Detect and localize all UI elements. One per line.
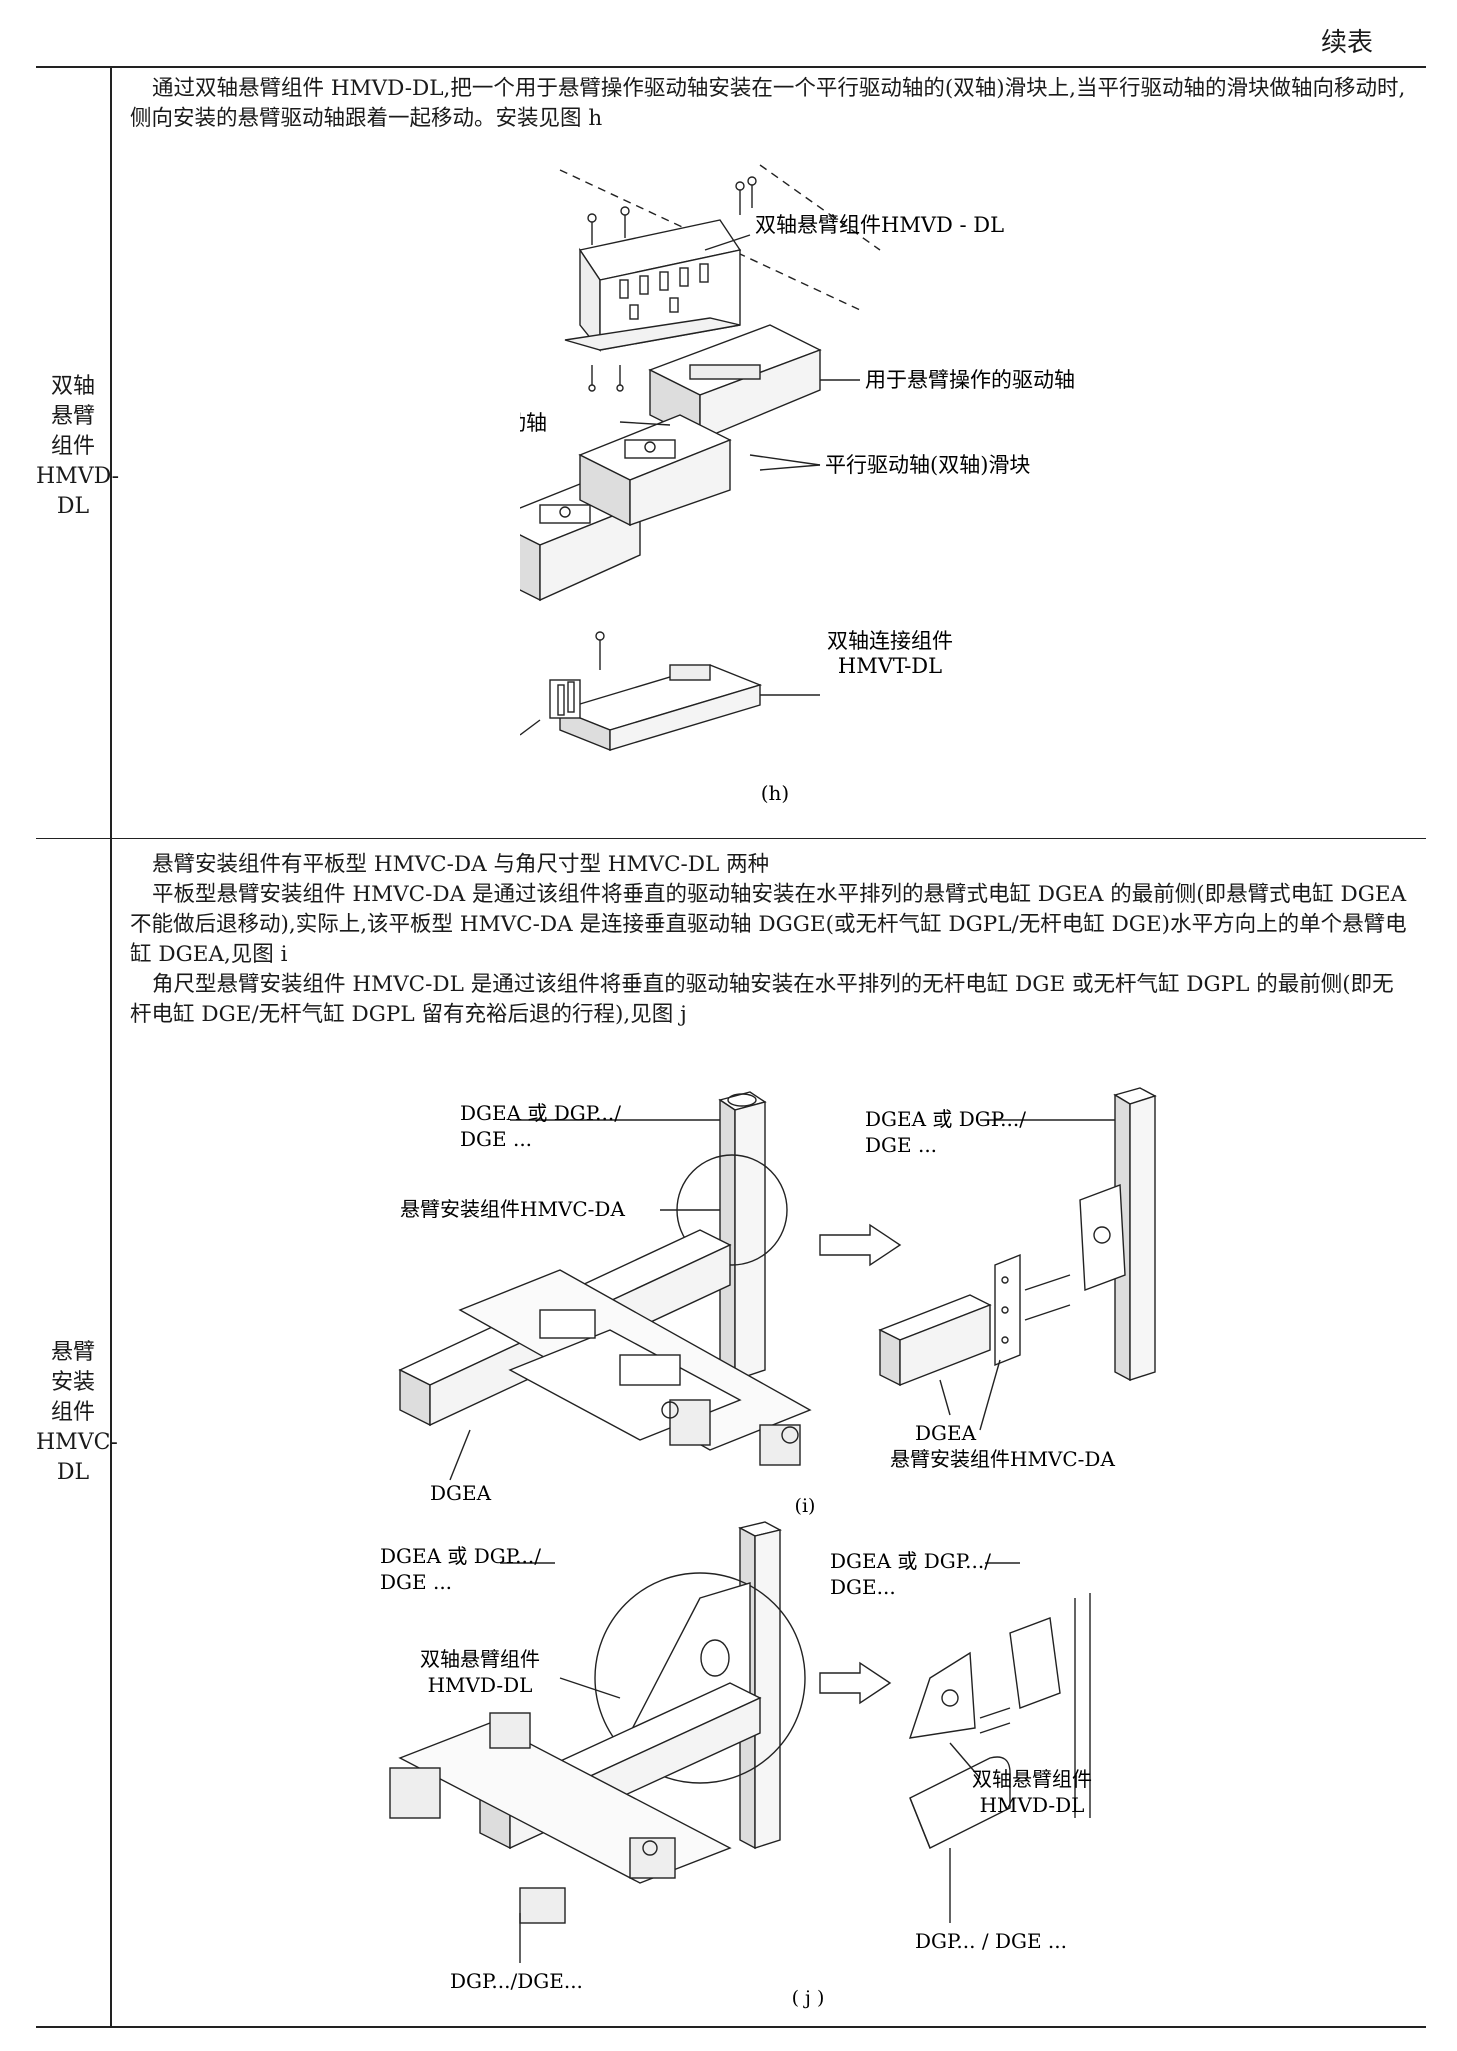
row2-paragraphs: 悬臂安装组件有平板型 HMVC-DA 与角尺寸型 HMVC-DL 两种 平板型悬… <box>130 850 1410 1030</box>
callout-hmvd-dl: 双轴悬臂组件HMVD - DL <box>755 213 1004 237</box>
callout-parallel-slider: 平行驱动轴(双轴)滑块 <box>825 453 1030 477</box>
guide-line <box>759 164 881 251</box>
figure-i-caption: (i) <box>795 1495 816 1517</box>
fig-i-right-top-2: DGE ... <box>865 1133 937 1157</box>
fig-i-hmvc-da: 悬臂安装组件HMVC-DA <box>400 1197 625 1221</box>
row2-paragraph: 角尺型悬臂安装组件 HMVC-DL 是通过该组件将垂直的驱动轴安装在水平排列的无… <box>130 972 1394 1027</box>
fig-i-top-left-2: DGE ... <box>460 1127 532 1151</box>
fig-i-right-hmvc: 悬臂安装组件HMVC-DA <box>890 1447 1115 1471</box>
row1-label-line: 双轴 <box>50 374 95 399</box>
fig-i-right-top-1: DGEA 或 DGP.../ <box>865 1107 1026 1131</box>
row1-label: 双轴 悬臂 组件 HMVD- DL <box>36 372 120 522</box>
hmvd-dl-bracket <box>564 219 742 352</box>
fig-j-bottom-left: DGP.../DGE... <box>450 1969 583 1993</box>
fig-j-top-left-1: DGEA 或 DGP.../ <box>380 1544 541 1568</box>
leader-line <box>619 421 671 426</box>
fig-j-right-top-1: DGEA 或 DGP.../ <box>830 1549 991 1573</box>
row2-label-line: 安装 <box>50 1370 95 1395</box>
base-axes <box>389 1712 732 1924</box>
callout-connector-line1: 双轴连接组件 <box>827 629 953 653</box>
figure-h: 双轴悬臂组件HMVD - DL 用于悬臂操作的驱动轴 平行安装驱动轴 平行驱动轴… <box>520 164 1075 805</box>
figure-j-caption: ( j ) <box>792 1987 825 2009</box>
row2-label-line: 组件 <box>50 1400 95 1425</box>
detail-dgea <box>878 1294 992 1387</box>
row2-paragraph: 平板型悬臂安装组件 HMVC-DA 是通过该组件将垂直的驱动轴安装在水平排列的悬… <box>130 882 1407 967</box>
row2-label-line: 悬臂 <box>50 1340 95 1365</box>
row1-label-line: HMVD- <box>36 464 120 489</box>
leader-line <box>939 1379 951 1416</box>
fig-j-right-bottom: DGP... / DGE ... <box>915 1929 1067 1953</box>
detail-vertical-axis <box>1079 1087 1157 1382</box>
row2-paragraph: 悬臂安装组件有平板型 HMVC-DA 与角尺寸型 HMVC-DL 两种 <box>152 852 770 877</box>
continued-label: 续表 <box>1320 28 1373 58</box>
fig-j-right-hmvd-2: HMVD-DL <box>980 1793 1085 1817</box>
row2-label: 悬臂 安装 组件 HMVC- DL <box>36 1338 118 1488</box>
row-divider <box>36 838 1426 839</box>
fig-i-top-left-1: DGEA 或 DGP.../ <box>460 1101 621 1125</box>
fig-j-top-left-2: DGE ... <box>380 1570 452 1594</box>
detail-circle <box>594 1572 806 1784</box>
vertical-axis <box>718 1091 767 1382</box>
leader-line <box>979 1359 1001 1431</box>
detail-bracket <box>908 1593 1091 1818</box>
leader-line <box>449 1429 471 1481</box>
leader-line <box>704 234 751 251</box>
base-axes <box>458 1269 812 1466</box>
arrow-icon <box>819 1223 902 1267</box>
fig-j-hmvd-1: 双轴悬臂组件 <box>420 1647 540 1671</box>
row1-label-line: DL <box>56 494 90 519</box>
fig-i-right-dgea: DGEA <box>915 1421 977 1445</box>
leader-line <box>559 1677 621 1699</box>
table-top-rule <box>36 66 1426 68</box>
cantilever-drive-axis <box>648 324 822 442</box>
hmvt-dl-connector <box>520 631 763 752</box>
row2-label-line: DL <box>56 1460 90 1485</box>
parallel-drive-axis-left <box>520 479 642 602</box>
row1-text: 通过双轴悬臂组件 HMVD-DL,把一个用于悬臂操作驱动轴安装在一个平行驱动轴的… <box>130 76 1406 131</box>
figure-i: DGEA 或 DGP.../ DGE ... 悬臂安装组件HMVC-DA DGE… <box>398 1087 1157 1517</box>
fig-i-dgea: DGEA <box>430 1481 492 1505</box>
row1-paragraph: 通过双轴悬臂组件 HMVD-DL,把一个用于悬臂操作驱动轴安装在一个平行驱动轴的… <box>130 74 1410 134</box>
leader-line <box>949 1742 981 1779</box>
figure-j: DGEA 或 DGP.../ DGE ... 双轴悬臂组件 HMVD-DL DG… <box>380 1521 1092 2009</box>
detail-hmvc-da-plate <box>994 1253 1071 1367</box>
screws <box>587 176 757 392</box>
callout-cantilever-drive: 用于悬臂操作的驱动轴 <box>865 368 1075 392</box>
callout-parallel-axis: 平行安装驱动轴 <box>520 411 547 435</box>
table-bottom-rule <box>36 2026 1426 2028</box>
fig-j-hmvd-2: HMVD-DL <box>428 1673 533 1697</box>
fig-j-right-hmvd-1: 双轴悬臂组件 <box>972 1767 1092 1791</box>
leader-line <box>749 454 821 466</box>
column-divider <box>110 66 112 2028</box>
figure-h-caption: (h) <box>761 781 790 805</box>
callout-connector-line2: HMVT-DL <box>838 654 942 678</box>
row1-label-line: 悬臂 <box>50 404 95 429</box>
row1-label-line: 组件 <box>50 434 95 459</box>
fig-j-right-top-2: DGE... <box>830 1575 896 1599</box>
parallel-drive-axis-right <box>578 414 732 527</box>
row2-label-line: HMVC- <box>36 1430 118 1455</box>
arrow-icon <box>819 1661 892 1705</box>
detail-axis <box>909 1756 1011 1849</box>
leader-line <box>759 464 821 471</box>
